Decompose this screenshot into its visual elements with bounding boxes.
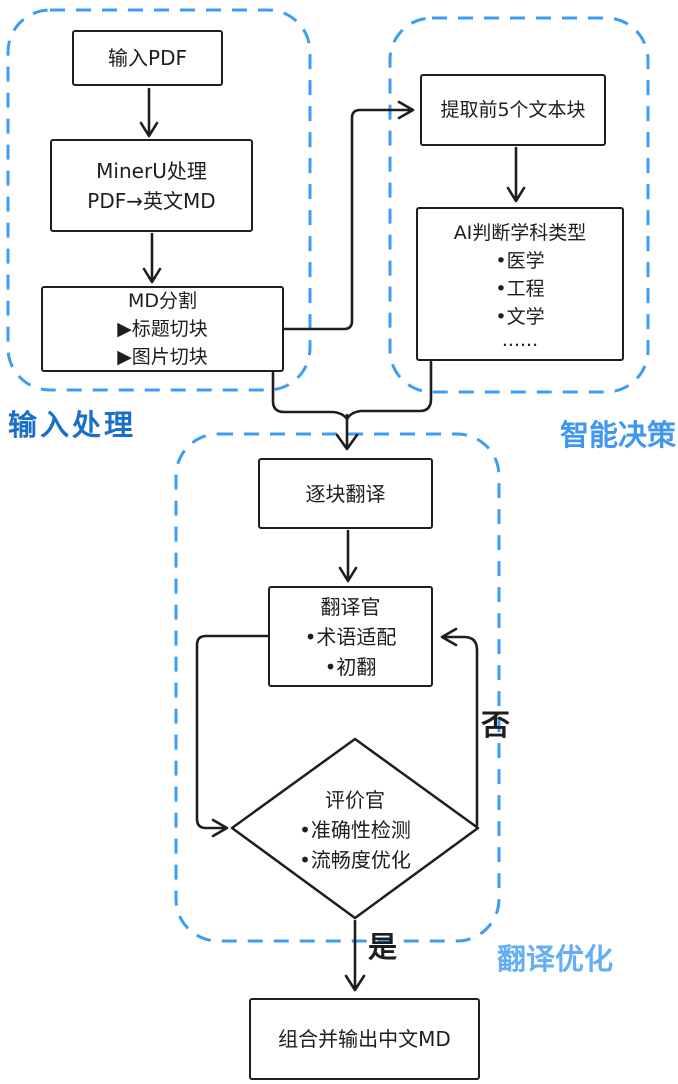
node-md-split: MD分割 ▶标题切块 ▶图片切块 (41, 286, 284, 372)
node-evaluator: 评价官 •准确性检测 •流畅度优化 (245, 782, 465, 877)
node-mineru-line2: PDF→英文MD (87, 188, 216, 213)
edge-translator-to-evaluator (195, 634, 270, 838)
edge-mineru-to-mdsplit (142, 232, 162, 284)
edge-merge-left-branch (271, 371, 349, 421)
group-label-smart-decision: 智能决策 (560, 418, 677, 452)
node-extract-blocks: 提取前5个文本块 (420, 74, 606, 146)
node-ai-classify-item1: •医学 (495, 250, 545, 272)
edge-chunktranslate-to-translator (338, 529, 358, 583)
node-mineru-line1: MinerU处理 (96, 158, 207, 183)
node-input-pdf: 输入PDF (72, 30, 223, 86)
group-outline-translation-optimize (174, 432, 501, 943)
node-ai-classify-item3: •文学 (495, 306, 545, 328)
node-extract-blocks-label: 提取前5个文本块 (440, 99, 586, 121)
node-md-split-title: MD分割 (127, 290, 198, 312)
edge-label-no: 否 (481, 708, 511, 742)
node-evaluator-item2: •流畅度优化 (299, 847, 411, 872)
node-ai-classify-title: AI判断学科类型 (453, 222, 587, 244)
node-translator: 翻译官 •术语适配 •初翻 (268, 586, 433, 687)
edge-evaluator-yes-to-output (344, 919, 366, 992)
node-translator-item1: •术语适配 (304, 624, 397, 649)
node-ai-classify-more: ...... (501, 329, 539, 351)
node-mineru-process: MinerU处理 PDF→英文MD (50, 139, 253, 232)
edge-evaluator-no-to-translator (440, 627, 479, 827)
edge-merge-to-chunktranslate (335, 413, 359, 451)
node-translator-title: 翻译官 (320, 594, 381, 619)
node-chunk-translate: 逐块翻译 (258, 458, 433, 529)
edge-merge-right-branch (345, 360, 433, 421)
group-label-input-processing: 输入处理 (8, 408, 137, 442)
node-ai-classify: AI判断学科类型 •医学 •工程 •文学 ...... (416, 207, 624, 361)
node-output-md-label: 组合并输出中文MD (278, 1027, 451, 1051)
evaluator-diamond-shape (230, 737, 480, 920)
node-evaluator-item1: •准确性检测 (299, 817, 411, 842)
node-translator-item2: •初翻 (324, 654, 377, 679)
group-label-translation-optimize: 翻译优化 (497, 942, 614, 976)
node-md-split-item1: ▶标题切块 (117, 318, 208, 340)
node-ai-classify-item2: •工程 (495, 278, 545, 300)
node-input-pdf-label: 输入PDF (108, 46, 187, 70)
group-outline-smart-decision (388, 16, 650, 394)
edge-mdsplit-to-extract (282, 100, 415, 331)
node-evaluator-title: 评价官 (325, 787, 385, 812)
group-outline-input-processing (6, 8, 312, 392)
node-output-md: 组合并输出中文MD (249, 998, 480, 1080)
edge-label-yes: 是 (368, 930, 398, 964)
node-chunk-translate-label: 逐块翻译 (305, 481, 386, 506)
node-md-split-item2: ▶图片切块 (117, 346, 208, 368)
edge-inputpdf-to-mineru (139, 87, 159, 138)
edge-extract-to-aiclassify (506, 146, 526, 203)
